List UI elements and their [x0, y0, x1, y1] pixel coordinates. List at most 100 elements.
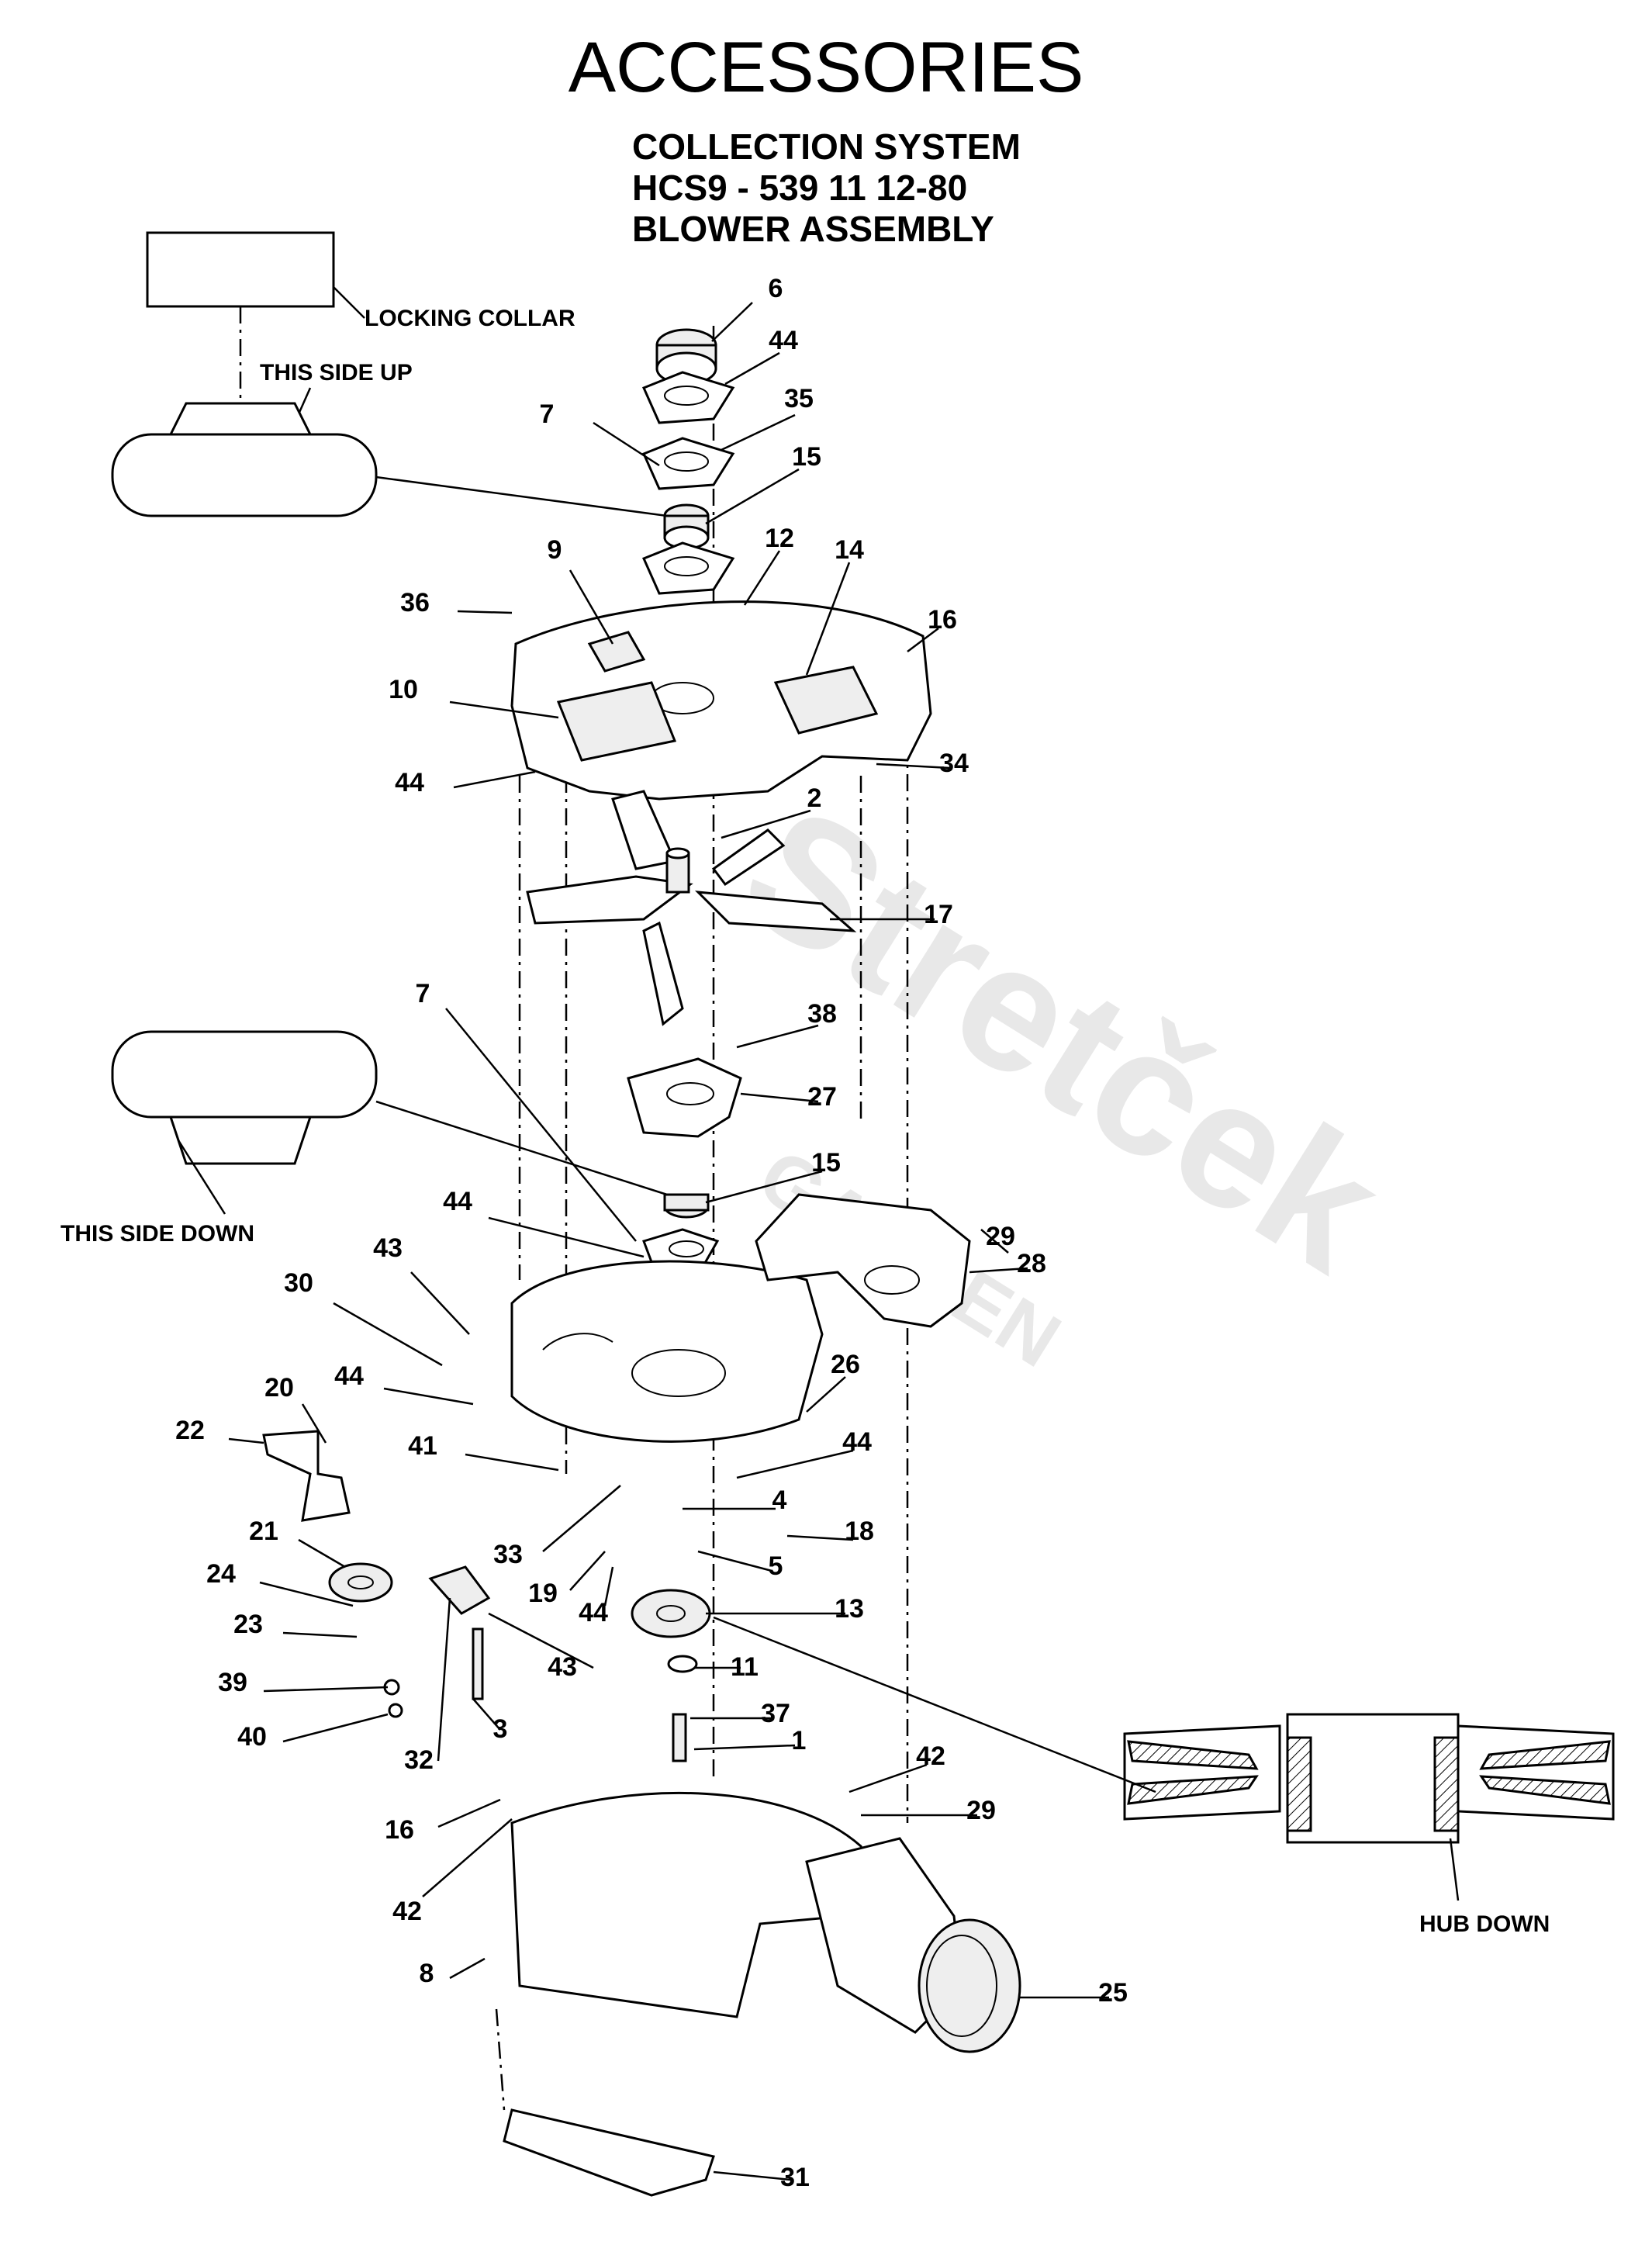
part-number-1: 1 — [792, 1726, 807, 1755]
leader-line-44 — [488, 1216, 645, 1258]
subtitle-line-2: HCS9 - 539 11 12-80 — [632, 168, 967, 208]
collar-down-drawing — [168, 1115, 313, 1165]
leader-line-20 — [301, 1403, 327, 1444]
part-number-30: 30 — [284, 1268, 313, 1298]
leader-line-15 — [705, 468, 800, 525]
part-number-44: 44 — [842, 1427, 872, 1457]
part-number-18: 18 — [845, 1517, 874, 1546]
part-number-20: 20 — [264, 1373, 294, 1403]
leader-lines — [228, 302, 1109, 2181]
part-number-15: 15 — [792, 442, 821, 472]
part-number-43: 43 — [373, 1233, 403, 1263]
part-number-21: 21 — [249, 1517, 278, 1546]
fan-housing — [510, 1260, 824, 1443]
leader-line-42 — [422, 1818, 513, 1897]
part-number-44: 44 — [769, 326, 798, 355]
part-number-12: 12 — [765, 524, 794, 553]
leader-line-16 — [907, 628, 939, 652]
leader-line-28 — [969, 1267, 1028, 1274]
locking-collar-label: LOCKING COLLAR — [365, 306, 575, 331]
blower-housing — [495, 1791, 1021, 2197]
leader-line-31 — [713, 2170, 792, 2181]
part-number-44: 44 — [579, 1598, 608, 1627]
part-number-34: 34 — [939, 749, 969, 778]
leader-line-18 — [786, 1534, 854, 1541]
subtitle-line-3: BLOWER ASSEMBLY — [632, 209, 994, 249]
leader-line-15 — [705, 1170, 823, 1204]
bearing-down-detail: THIS SIDE DOWN — [60, 1030, 668, 1247]
subtitle-line-1: COLLECTION SYSTEM — [632, 126, 1021, 167]
part-number-29: 29 — [966, 1796, 996, 1825]
part-number-16: 16 — [928, 605, 957, 635]
leader-line-44 — [603, 1566, 614, 1607]
part-number-23: 23 — [233, 1610, 263, 1639]
fan — [526, 790, 857, 1026]
part-number-43: 43 — [548, 1652, 577, 1682]
leader-line-22 — [228, 1437, 264, 1444]
part-number-31: 31 — [780, 2163, 810, 2192]
part-number-25: 25 — [1098, 1978, 1128, 2008]
hub-down-detail: HUB DOWN — [713, 1616, 1615, 1937]
leader-line-8 — [449, 1957, 486, 1980]
leader-line-36 — [457, 610, 513, 614]
part-number-10: 10 — [389, 675, 418, 704]
this-side-up-label: THIS SIDE UP — [260, 360, 413, 386]
part-number-37: 37 — [761, 1699, 790, 1728]
leader-line-44 — [736, 1449, 854, 1479]
leader-line-44 — [383, 1387, 474, 1406]
leader-line-7 — [593, 421, 660, 467]
part-number-9: 9 — [548, 535, 562, 565]
leader-line-42 — [848, 1763, 928, 1793]
part-number-3: 3 — [493, 1714, 508, 1744]
part-number-26: 26 — [831, 1350, 860, 1379]
leader-line-43 — [410, 1271, 470, 1335]
part-number-38: 38 — [807, 999, 837, 1029]
part-number-44: 44 — [334, 1361, 364, 1391]
part-number-7: 7 — [416, 979, 430, 1008]
part-number-4: 4 — [772, 1486, 787, 1515]
watermark: Stretček GARDEN — [711, 766, 1415, 1384]
leader-line-9 — [569, 569, 614, 645]
leader-line-43 — [488, 1612, 594, 1669]
hub-down-label: HUB DOWN — [1419, 1911, 1550, 1937]
leader-line-16 — [437, 1798, 501, 1828]
part-number-19: 19 — [528, 1579, 558, 1608]
bearing-down-drawing — [111, 1030, 378, 1119]
part-number-42: 42 — [916, 1741, 945, 1771]
top-plate — [510, 600, 932, 801]
leader-line-40 — [282, 1713, 389, 1743]
part-number-33: 33 — [493, 1540, 523, 1569]
part-number-42: 42 — [392, 1897, 422, 1926]
leader-line-12 — [743, 550, 781, 606]
bearing-up-drawing — [111, 433, 378, 517]
part-number-14: 14 — [835, 535, 864, 565]
part-number-44: 44 — [443, 1187, 472, 1216]
part-number-6: 6 — [769, 274, 783, 303]
part-number-15: 15 — [811, 1148, 841, 1178]
idler-parts — [262, 1430, 711, 1762]
leader-line-2 — [721, 809, 811, 839]
part-number-44: 44 — [395, 768, 424, 797]
part-number-24: 24 — [206, 1559, 236, 1589]
leader-line-44 — [724, 351, 780, 386]
part-number-29: 29 — [986, 1222, 1015, 1251]
top-bearing-stack — [641, 328, 735, 595]
part-number-40: 40 — [237, 1722, 267, 1752]
part-number-16: 16 — [385, 1815, 414, 1845]
part-number-13: 13 — [835, 1594, 864, 1624]
part-number-41: 41 — [408, 1431, 437, 1461]
part-number-32: 32 — [404, 1745, 434, 1775]
leader-line-41 — [465, 1453, 559, 1472]
locking-collar-drawing — [146, 231, 335, 308]
leader-line-30 — [333, 1302, 443, 1367]
part-number-7: 7 — [540, 399, 555, 429]
leader-line-27 — [740, 1092, 819, 1103]
leader-line-26 — [806, 1376, 846, 1413]
leader-line-3 — [472, 1698, 501, 1731]
leader-line-21 — [298, 1538, 346, 1569]
leader-line-38 — [736, 1024, 819, 1049]
part-number-5: 5 — [769, 1551, 783, 1581]
